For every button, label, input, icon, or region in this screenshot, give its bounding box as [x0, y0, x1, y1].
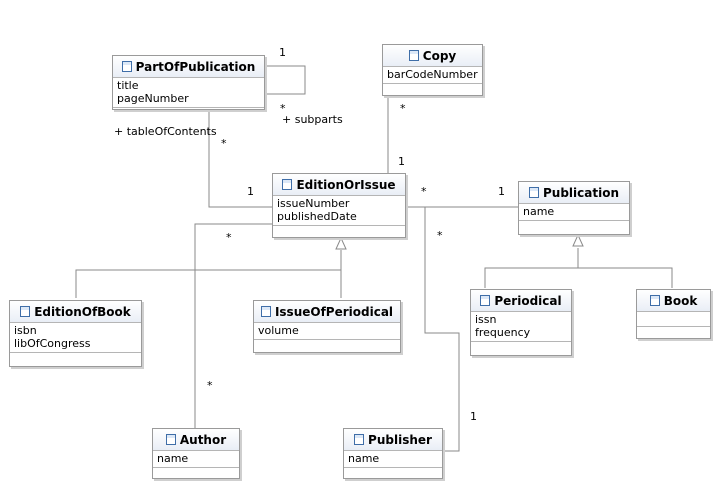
operations-compartment: [637, 327, 710, 335]
multiplicity-edition-publisher-many: *: [437, 229, 443, 242]
operations-compartment: [519, 221, 629, 229]
attribute-volume: volume: [258, 324, 299, 337]
multiplicity-self-many: *: [280, 102, 286, 115]
multiplicity-edition-pub-many: *: [421, 185, 427, 198]
multiplicity-part-many: *: [221, 137, 227, 150]
class-icon: [260, 306, 271, 317]
class-icon: [649, 295, 660, 306]
attributes-compartment: [637, 312, 710, 327]
multiplicity-publisher-one: 1: [470, 410, 477, 423]
multiplicity-self-one: 1: [279, 46, 286, 59]
class-icon: [528, 187, 539, 198]
multiplicity-pub-one: 1: [498, 185, 505, 198]
operations-compartment: [383, 84, 482, 92]
class-name: Copy: [422, 48, 457, 63]
subparts-self-association[interactable]: [265, 65, 306, 95]
class-issue-of-periodical[interactable]: IssueOfPeriodical volume: [253, 300, 401, 353]
class-name: Author: [179, 432, 227, 447]
attribute-published-date: publishedDate: [277, 210, 357, 223]
class-name: Periodical: [494, 293, 562, 308]
operations-compartment: [471, 342, 571, 350]
attribute-issue-number: issueNumber: [277, 197, 350, 210]
multiplicity-part-edition-one: 1: [247, 185, 254, 198]
class-name: PartOfPublication: [135, 59, 256, 74]
edition-generalization-tree[interactable]: [75, 250, 342, 298]
attribute-name: name: [157, 452, 189, 465]
class-book[interactable]: Book: [636, 289, 711, 339]
class-author[interactable]: Author name: [152, 428, 240, 479]
class-name: IssueOfPeriodical: [274, 304, 394, 319]
attribute-barcode-number: barCodeNumber: [387, 68, 478, 81]
role-subparts: + subparts: [282, 113, 343, 126]
multiplicity-copy-edition-one: 1: [398, 155, 405, 168]
operations-compartment: [10, 353, 141, 361]
class-icon: [165, 434, 176, 445]
publication-generalization-arrowhead: [572, 233, 584, 247]
class-publication[interactable]: Publication name: [518, 181, 630, 235]
operations-compartment: [113, 108, 264, 116]
attribute-frequency: frequency: [475, 326, 531, 339]
operations-compartment: [273, 226, 405, 234]
class-name: EditionOfBook: [34, 304, 131, 319]
edition-generalization-arrowhead: [335, 236, 347, 250]
edition-author-association[interactable]: [194, 223, 273, 428]
operations-compartment: [153, 468, 239, 476]
class-name: Publisher: [368, 432, 432, 447]
attribute-lib-of-congress: libOfCongress: [14, 337, 91, 350]
class-name: Book: [663, 293, 698, 308]
class-publisher[interactable]: Publisher name: [343, 428, 443, 479]
attribute-isbn: isbn: [14, 324, 37, 337]
multiplicity-author-many: *: [207, 379, 213, 392]
edition-publisher-association[interactable]: [424, 207, 460, 452]
class-icon: [20, 306, 31, 317]
role-table-of-contents: + tableOfContents: [114, 125, 217, 138]
attribute-title: title: [117, 79, 139, 92]
class-edition-of-book[interactable]: EditionOfBook isbn libOfCongress: [9, 300, 142, 367]
attribute-issn: issn: [475, 313, 497, 326]
attribute-page-number: pageNumber: [117, 92, 189, 105]
class-icon: [408, 50, 419, 61]
operations-compartment: [344, 468, 442, 476]
class-copy[interactable]: Copy barCodeNumber: [382, 44, 483, 96]
class-icon: [480, 295, 491, 306]
attribute-name: name: [523, 205, 555, 218]
multiplicity-copy-many: *: [400, 102, 406, 115]
class-name: EditionOrIssue: [296, 177, 396, 192]
class-icon: [282, 179, 293, 190]
class-icon: [121, 61, 132, 72]
attribute-name: name: [348, 452, 380, 465]
class-edition-or-issue[interactable]: EditionOrIssue issueNumber publishedDate: [272, 173, 406, 238]
class-part-of-publication[interactable]: PartOfPublication title pageNumber: [112, 55, 265, 110]
class-periodical[interactable]: Periodical issn frequency: [470, 289, 572, 356]
operations-compartment: [254, 340, 400, 348]
multiplicity-edition-author-many: *: [226, 231, 232, 244]
class-name: Publication: [542, 185, 619, 200]
class-icon: [354, 434, 365, 445]
publication-generalization-tree[interactable]: [484, 267, 673, 288]
tableofcontents-association[interactable]: [208, 108, 273, 208]
